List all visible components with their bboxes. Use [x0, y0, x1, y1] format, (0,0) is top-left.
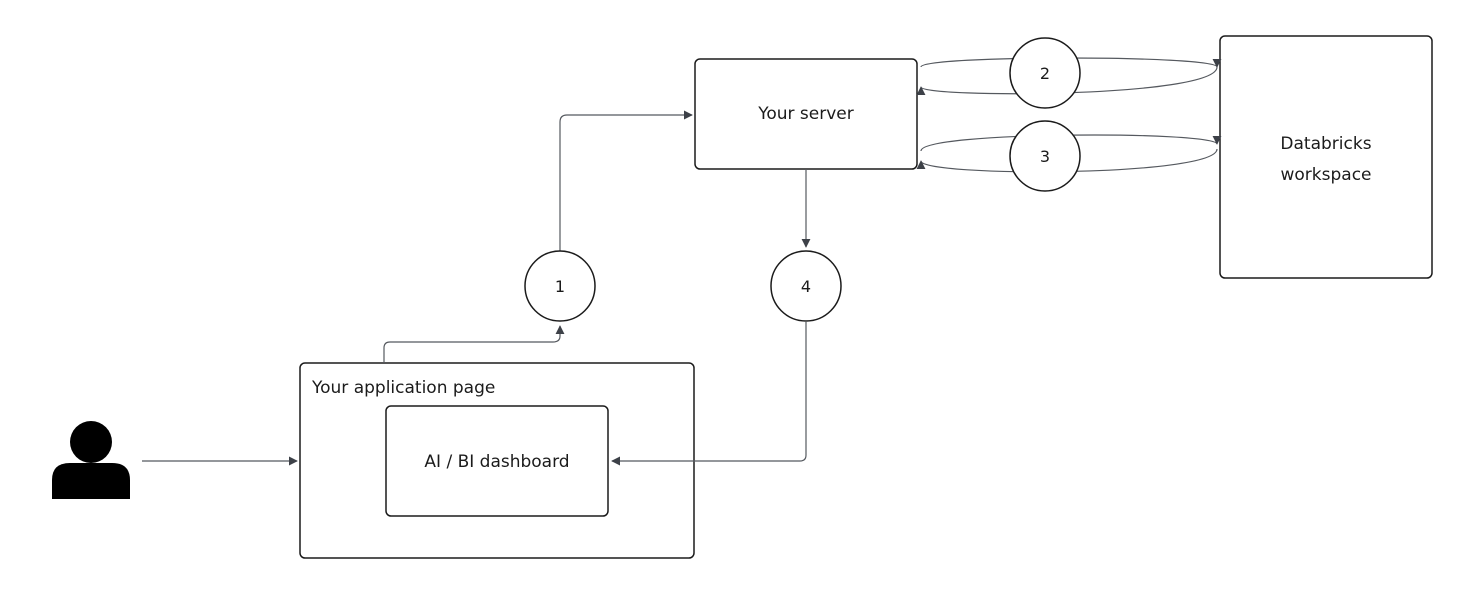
step-1-number: 1 [555, 277, 565, 296]
connector-step1-to-server [559, 110, 693, 251]
dashboard-box: AI / BI dashboard [385, 405, 609, 517]
step-3-badge: 3 [1009, 120, 1081, 192]
step-4-badge: 4 [770, 250, 842, 322]
workspace-label-line1: Databricks [1280, 134, 1371, 154]
dashboard-label: AI / BI dashboard [424, 452, 569, 472]
step-4-number: 4 [801, 277, 811, 296]
user-icon [52, 421, 130, 499]
step-2-badge: 2 [1009, 37, 1081, 109]
app-page-label: Your application page [311, 378, 495, 398]
step-2-number: 2 [1040, 64, 1050, 83]
connector-app-to-step1 [383, 325, 565, 363]
connector-step4-to-dashboard [611, 322, 807, 466]
step-1-badge: 1 [524, 250, 596, 322]
workspace-box: Databricks workspace [1219, 35, 1433, 279]
server-box: Your server [694, 58, 918, 170]
workspace-label-line2: workspace [1280, 165, 1371, 185]
step-3-number: 3 [1040, 147, 1050, 166]
server-label: Your server [757, 104, 854, 124]
